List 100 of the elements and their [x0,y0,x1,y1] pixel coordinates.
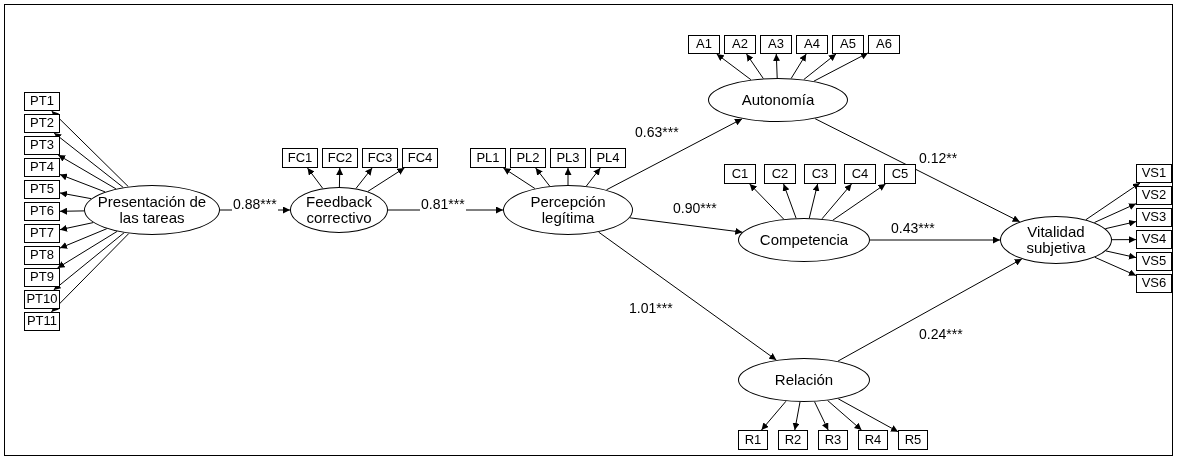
indicator-box: PT10 [24,290,60,309]
arrow [827,400,862,431]
indicator-box: VS2 [1136,186,1172,205]
indicator-box: A3 [760,35,792,54]
indicator-box: PL3 [550,148,586,168]
arrow [1093,203,1137,223]
latent-ellipse: Competencia [738,218,870,262]
edge-label: 0.63*** [634,124,680,140]
indicator-box: R5 [898,430,928,450]
indicator-box: FC2 [322,148,358,168]
edge-label: 0.12** [918,150,959,166]
arrow [782,183,797,219]
arrow [813,52,869,82]
latent-ellipse: Percepción legítima [503,185,633,235]
edge-label: 0.90*** [672,200,718,216]
indicator-box: R2 [778,430,808,450]
indicator-box: PT9 [24,268,60,287]
indicator-box: PT11 [24,312,60,331]
indicator-box: PT2 [24,114,60,133]
latent-ellipse: Presentación de las tareas [84,185,220,235]
arrow [792,401,801,431]
latent-ellipse: Feedback correctivo [290,187,388,233]
indicator-box: PT4 [24,158,60,177]
indicator-box: A6 [868,35,900,54]
arrow [598,231,777,361]
indicator-box: R3 [818,430,848,450]
arrow [564,167,572,186]
arrow [57,230,118,269]
arrow [837,258,1023,362]
arrow [1085,182,1141,221]
indicator-box: PT5 [24,180,60,199]
arrow [821,183,852,220]
indicator-box: PT8 [24,246,60,265]
latent-ellipse: Vitalidad subjetiva [1000,216,1112,264]
arrow [629,217,743,235]
arrow [535,167,551,187]
arrow [502,167,536,189]
arrow [746,53,764,79]
indicator-box: A1 [688,35,720,54]
arrow [59,222,94,232]
arrow [606,118,743,191]
arrow [336,167,344,188]
indicator-box: FC1 [282,148,318,168]
arrow [808,183,820,219]
indicator-box: VS3 [1136,208,1172,227]
arrow [773,53,781,79]
arrow [1111,236,1137,244]
arrow [749,183,785,220]
arrow [1105,250,1137,260]
indicator-box: VS4 [1136,230,1172,249]
arrow [832,183,886,221]
arrow [307,167,324,189]
indicator-box: VS6 [1136,274,1172,293]
indicator-box: R1 [738,430,768,450]
indicator-box: PT7 [24,224,60,243]
indicator-box: A2 [724,35,756,54]
arrow [50,233,130,313]
indicator-box: PT3 [24,136,60,155]
edge-label: 0.88*** [232,196,278,212]
indicator-box: C5 [884,164,916,184]
edge-label: 0.81*** [420,196,466,212]
arrow [837,398,899,433]
arrow [803,53,837,80]
arrow [814,401,829,431]
latent-ellipse: Relación [738,358,870,402]
arrow [57,154,117,190]
indicator-box: VS1 [1136,164,1172,183]
indicator-box: C2 [764,164,796,184]
indicator-box: VS5 [1136,252,1172,271]
arrow [869,236,1001,244]
edge-label: 0.43*** [890,220,936,236]
arrow [1094,256,1137,276]
indicator-box: C3 [804,164,836,184]
indicator-box: FC4 [402,148,438,168]
arrow [790,53,807,79]
indicator-box: FC3 [362,148,398,168]
arrow [1104,219,1137,230]
indicator-box: C1 [724,164,756,184]
indicator-box: PL4 [590,148,626,168]
arrow [59,190,92,200]
arrow [53,132,124,188]
indicator-box: PL2 [510,148,546,168]
arrow [59,173,106,193]
indicator-box: PL1 [470,148,506,168]
arrow [761,400,787,431]
indicator-box: A4 [796,35,828,54]
arrow [585,167,601,187]
arrow [53,232,125,291]
indicator-box: R4 [858,430,888,450]
arrow [59,228,108,249]
arrow [814,118,1021,223]
edge-label: 1.01*** [628,300,674,316]
indicator-box: PT6 [24,202,60,221]
edge-label: 0.24*** [918,326,964,342]
arrow [355,167,373,189]
latent-ellipse: Autonomía [708,78,848,122]
arrow [59,207,85,215]
arrow [367,167,405,192]
indicator-box: PT1 [24,92,60,111]
indicator-box: A5 [832,35,864,54]
